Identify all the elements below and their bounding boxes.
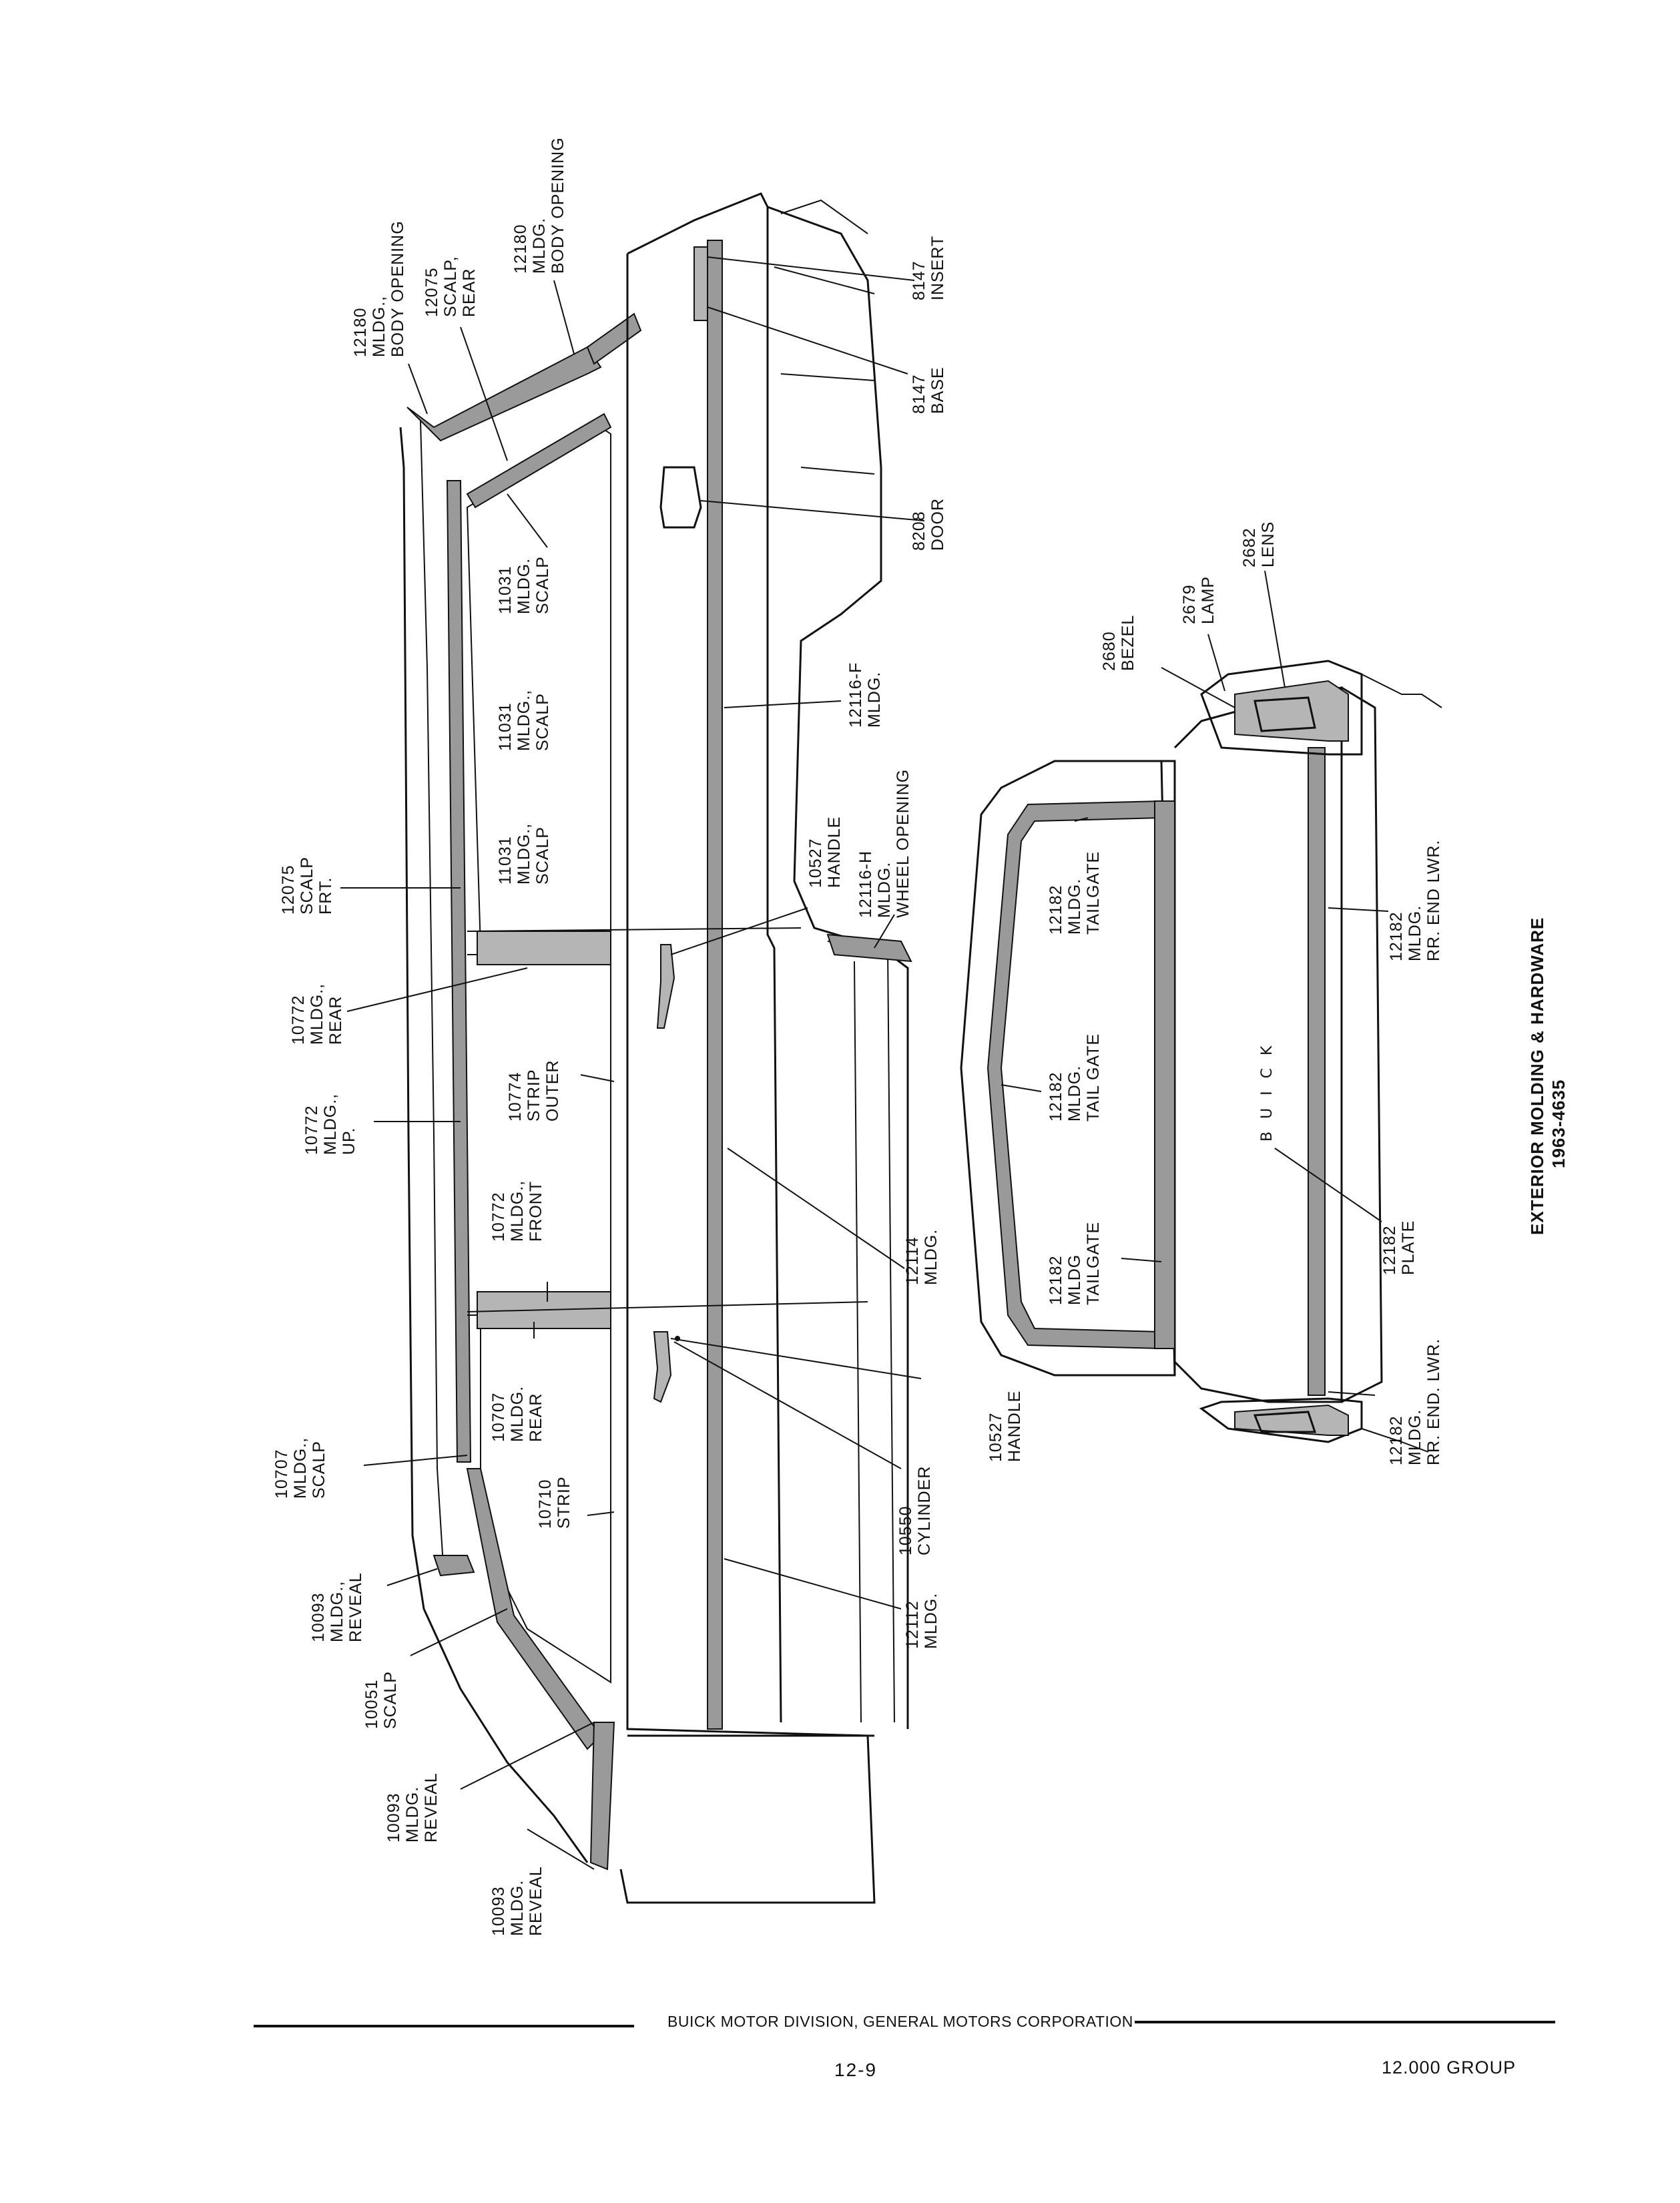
callout-r1: 2682LENS [1240,521,1278,567]
footer-corporation: BUICK MOTOR DIVISION, GENERAL MOTORS COR… [667,2013,1133,2030]
callout-c6: 8208DOOR [910,498,947,551]
callout-r8: 12182PLATE [1380,1220,1418,1275]
callout-c14: 10772MLDG.,REAR [289,983,345,1045]
buick-badge: B U I C K [1259,1042,1276,1142]
callout-r4: 12182MLDG.TAILGATE [1047,851,1103,935]
insert-base [693,246,708,321]
callout-c8: 11031MLDG.,SCALP [496,690,552,751]
page-title: EXTERIOR MOLDING & HARDWARE1963-4635 [1527,917,1569,1235]
callout-c28: 10093MLDG.REVEAL [489,1866,545,1936]
windshield-reveal-lower [589,1722,615,1871]
wheel-opening-molding [826,933,912,963]
callout-c7: 11031MLDG.SCALP [496,556,552,614]
leader-lines [340,256,1389,1870]
scalp-molding-rear-window [466,413,612,509]
callout-c1: 12180MLDG.,BODY OPENING [351,220,407,357]
callout-c11: 10527HANDLE [806,816,844,888]
cowl-reveal [433,1555,475,1577]
fuel-door [659,466,702,529]
pillar-rear [477,931,611,965]
callout-c24: 10093MLDG.,REVEAL [309,1572,365,1642]
callout-c23: 10550CYLINDER [896,1466,934,1555]
callout-labels: 12180MLDG.,BODY OPENING 12075SCALP,REAR … [272,137,1569,1936]
callout-c21: 10527HANDLE [987,1391,1024,1462]
callout-c12: 12116-HMLDG.WHEEL OPENING [856,769,912,918]
rear-door-handle [656,944,675,1029]
callout-c17: 10772MLDG.,FRONT [489,1180,545,1242]
callout-c16: 10772MLDG.,UP. [302,1093,358,1155]
footer-group: 12.000 GROUP [1382,2057,1516,2077]
body-opening-molding-top [406,346,602,442]
callout-c22: 10710STRIP [536,1476,573,1529]
callout-c4: 8147INSERT [910,236,947,300]
callout-r9: 12182MLDG.RR. END. LWR. [1387,1338,1443,1465]
callout-r5: 12182MLDG.RR. END LWR. [1387,840,1443,961]
callout-c13: 12075SCALPFRT. [279,856,335,915]
side-view-drawing [399,192,912,1904]
body-opening-molding-rear [586,312,642,365]
callout-r3: 2680BEZEL [1100,615,1137,671]
callout-c3: 12180MLDG.BODY OPENING [511,137,567,274]
callout-c18: 12114MLDG. [903,1229,940,1285]
callout-c15: 10774STRIPOUTER [506,1060,562,1122]
callout-c19: 10707MLDG.,SCALP [272,1437,328,1499]
callout-r6: 12182MLDG.TAIL GATE [1047,1033,1103,1122]
roof-drip-molding [446,480,472,1463]
footer-page-number: 12-9 [834,2059,878,2080]
callout-c10: 11031MLDG.,SCALP [496,823,552,885]
callout-c26: 12112MLDG. [903,1593,940,1649]
callout-r7: 12182MLDGTAILGATE [1047,1222,1103,1305]
front-door-handle [653,1331,672,1403]
footer-rule-left [254,2025,634,2027]
callout-c2: 12075SCALP,REAR [423,256,479,317]
tailgate-side-molding [1154,800,1175,1349]
callout-c5: 8147BASE [910,366,947,414]
callout-c25: 10051SCALP [362,1671,400,1729]
callout-r2: 2679LAMP [1180,576,1217,624]
tail-lamp-lower [1234,1404,1349,1436]
tail-lamp-upper [1234,680,1349,742]
callout-c27: 10093MLDG.REVEAL [384,1772,441,1843]
footer-rule-right [1135,2021,1555,2023]
body-side-molding [707,240,723,1730]
windshield-reveal-molding [466,1468,602,1750]
callout-c20: 10707MLDG.REAR [489,1386,545,1442]
rear-view-drawing: B U I C K [960,660,1442,1453]
rear-end-lower-molding [1308,747,1326,1396]
callout-c9: 12116-FMLDG. [846,662,884,728]
